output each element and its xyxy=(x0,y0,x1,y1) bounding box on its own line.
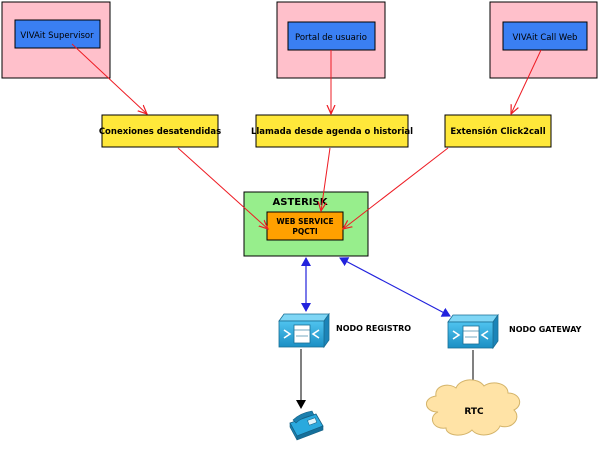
client-label: VIVAit Call Web xyxy=(513,33,578,43)
rtc-cloud[interactable]: RTC xyxy=(426,379,521,436)
node-registro-label: NODO REGISTRO xyxy=(336,324,411,333)
client-button-portal[interactable] xyxy=(287,21,376,51)
red-edges xyxy=(71,43,542,229)
channel-box xyxy=(101,114,219,148)
edge-llamada-service xyxy=(321,147,331,211)
router-icon xyxy=(278,312,330,349)
router-icon xyxy=(447,313,499,350)
edge-supervisor-conexiones xyxy=(71,43,147,114)
router-gateway[interactable]: NODO GATEWAY xyxy=(447,313,582,350)
channel-click2call: Extensión Click2call xyxy=(444,114,552,148)
cloud-icon xyxy=(426,379,521,436)
client-portal: Portal de usuario xyxy=(276,1,386,79)
channel-conexiones: Conexiones desatendidas xyxy=(99,114,221,148)
router-registro[interactable]: NODO REGISTRO xyxy=(278,312,411,349)
channel-box xyxy=(255,114,409,148)
client-button-callweb[interactable] xyxy=(502,21,588,51)
edge-asterisk-gateway xyxy=(339,257,451,317)
client-label: VIVAit Supervisor xyxy=(20,31,94,41)
edge-conexiones-service xyxy=(177,147,268,229)
channel-llamada: Llamada desde agenda o historial xyxy=(251,114,413,148)
ip-phone-icon[interactable] xyxy=(289,410,324,441)
web-service-label: WEB SERVICE xyxy=(276,217,333,226)
client-button-supervisor[interactable] xyxy=(14,19,101,49)
edge-click2call-service xyxy=(343,147,449,229)
channel-label: Extensión Click2call xyxy=(450,126,545,137)
channel-label: Llamada desde agenda o historial xyxy=(251,127,413,137)
edge-callweb-click2call xyxy=(511,49,542,114)
channel-box xyxy=(444,114,552,148)
rtc-label: RTC xyxy=(464,407,484,417)
blue-edges xyxy=(301,257,451,317)
asterisk-title: ASTERISK xyxy=(273,197,329,208)
node-gateway-label: NODO GATEWAY xyxy=(509,325,582,334)
client-callweb: VIVAit Call Web xyxy=(489,1,598,79)
client-supervisor: VIVAit Supervisor xyxy=(1,1,111,79)
client-label: Portal de usuario xyxy=(295,33,367,43)
web-service-sublabel: PQCTI xyxy=(292,227,317,236)
channel-label: Conexiones desatendidas xyxy=(99,127,221,137)
